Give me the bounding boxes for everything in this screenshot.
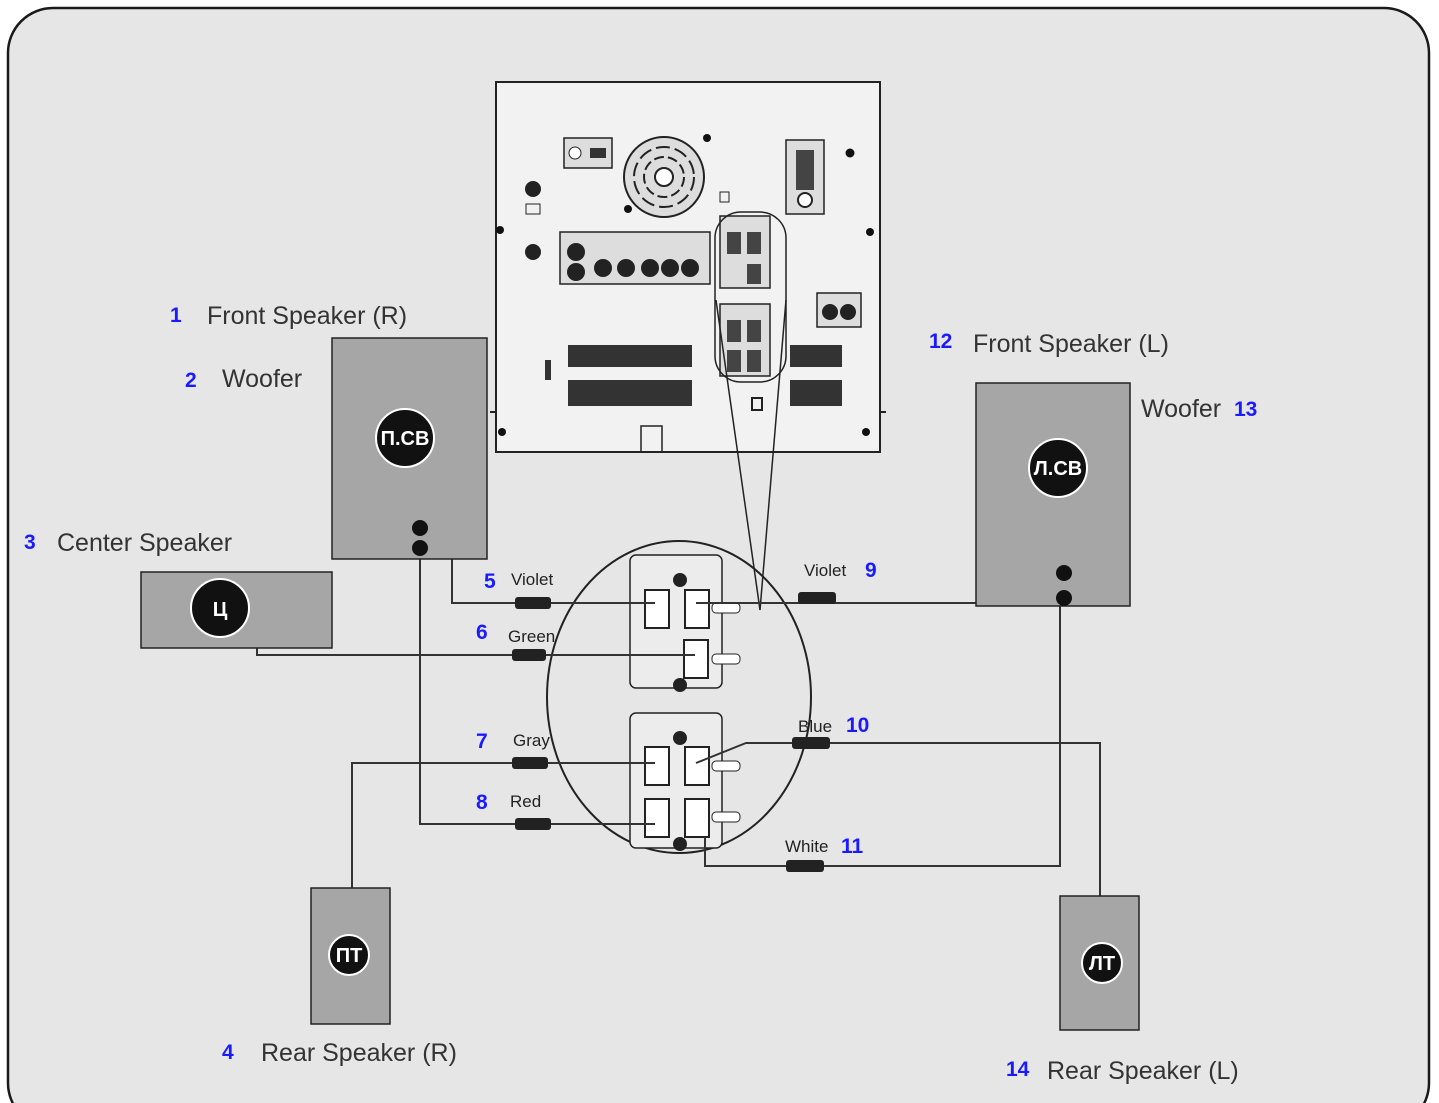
badge-center: Ц bbox=[190, 578, 250, 638]
badge-rear-left: ЛТ bbox=[1081, 942, 1123, 984]
wire-5-color: Violet bbox=[511, 570, 553, 589]
badge-center-text: Ц bbox=[213, 599, 228, 621]
wire-7-number: 7 bbox=[476, 730, 488, 753]
wire-6-color: Green bbox=[508, 627, 555, 646]
badge-rear-left-text: ЛТ bbox=[1089, 953, 1115, 975]
cooling-fan-icon bbox=[623, 136, 705, 218]
front-speaker-right-label: Front Speaker (R) bbox=[207, 302, 407, 330]
badge-woofer-left-text: Л.СВ bbox=[1034, 458, 1082, 480]
woofer-left-number: 13 bbox=[1234, 398, 1257, 421]
badge-woofer-left: Л.СВ bbox=[1028, 438, 1088, 498]
wire-plugs bbox=[512, 592, 836, 872]
woofer-right-label: Woofer bbox=[222, 365, 302, 393]
antenna-terminals bbox=[785, 139, 825, 215]
badge-woofer-right-text: П.СВ bbox=[381, 428, 430, 450]
wire-9-color: Violet bbox=[804, 561, 846, 580]
front-speaker-left-label: Front Speaker (L) bbox=[973, 330, 1169, 358]
wire-8-color: Red bbox=[510, 792, 541, 811]
rear-speaker-left-label: Rear Speaker (L) bbox=[1047, 1057, 1239, 1085]
woofer-left-label: Woofer bbox=[1141, 395, 1221, 423]
center-speaker-number: 3 bbox=[24, 531, 36, 554]
wire-5-number: 5 bbox=[484, 570, 496, 593]
power-socket-icon bbox=[563, 137, 613, 169]
wire-6-number: 6 bbox=[476, 621, 488, 644]
wire-10-number: 10 bbox=[846, 714, 869, 737]
ventilation-slots bbox=[545, 345, 842, 406]
wire-11-number: 11 bbox=[841, 835, 864, 858]
magnifier-callout bbox=[546, 211, 812, 854]
wire-11-color: White bbox=[785, 837, 828, 856]
subwoofer-terminal bbox=[816, 292, 862, 328]
wire-10-color: Blue bbox=[798, 717, 832, 736]
wire-7-color: Gray bbox=[513, 731, 550, 750]
badge-woofer-right: П.СВ bbox=[375, 408, 435, 468]
badge-rear-right: ПТ bbox=[328, 934, 370, 976]
wire-8-number: 8 bbox=[476, 791, 488, 814]
rear-speaker-right-label: Rear Speaker (R) bbox=[261, 1039, 457, 1067]
receiver-rear-panel bbox=[490, 81, 886, 453]
wire-9-number: 9 bbox=[865, 559, 877, 582]
front-speaker-left-number: 12 bbox=[929, 330, 952, 353]
rear-speaker-right-number: 4 bbox=[222, 1041, 234, 1064]
woofer-right-number: 2 bbox=[185, 369, 197, 392]
badge-rear-right-text: ПТ bbox=[336, 945, 363, 967]
panel-speaker-terminals bbox=[719, 215, 771, 377]
center-speaker-label: Center Speaker bbox=[57, 529, 232, 557]
input-terminals bbox=[559, 231, 711, 285]
front-speaker-right-number: 1 bbox=[170, 304, 182, 327]
rear-speaker-left-number: 14 bbox=[1006, 1058, 1030, 1081]
